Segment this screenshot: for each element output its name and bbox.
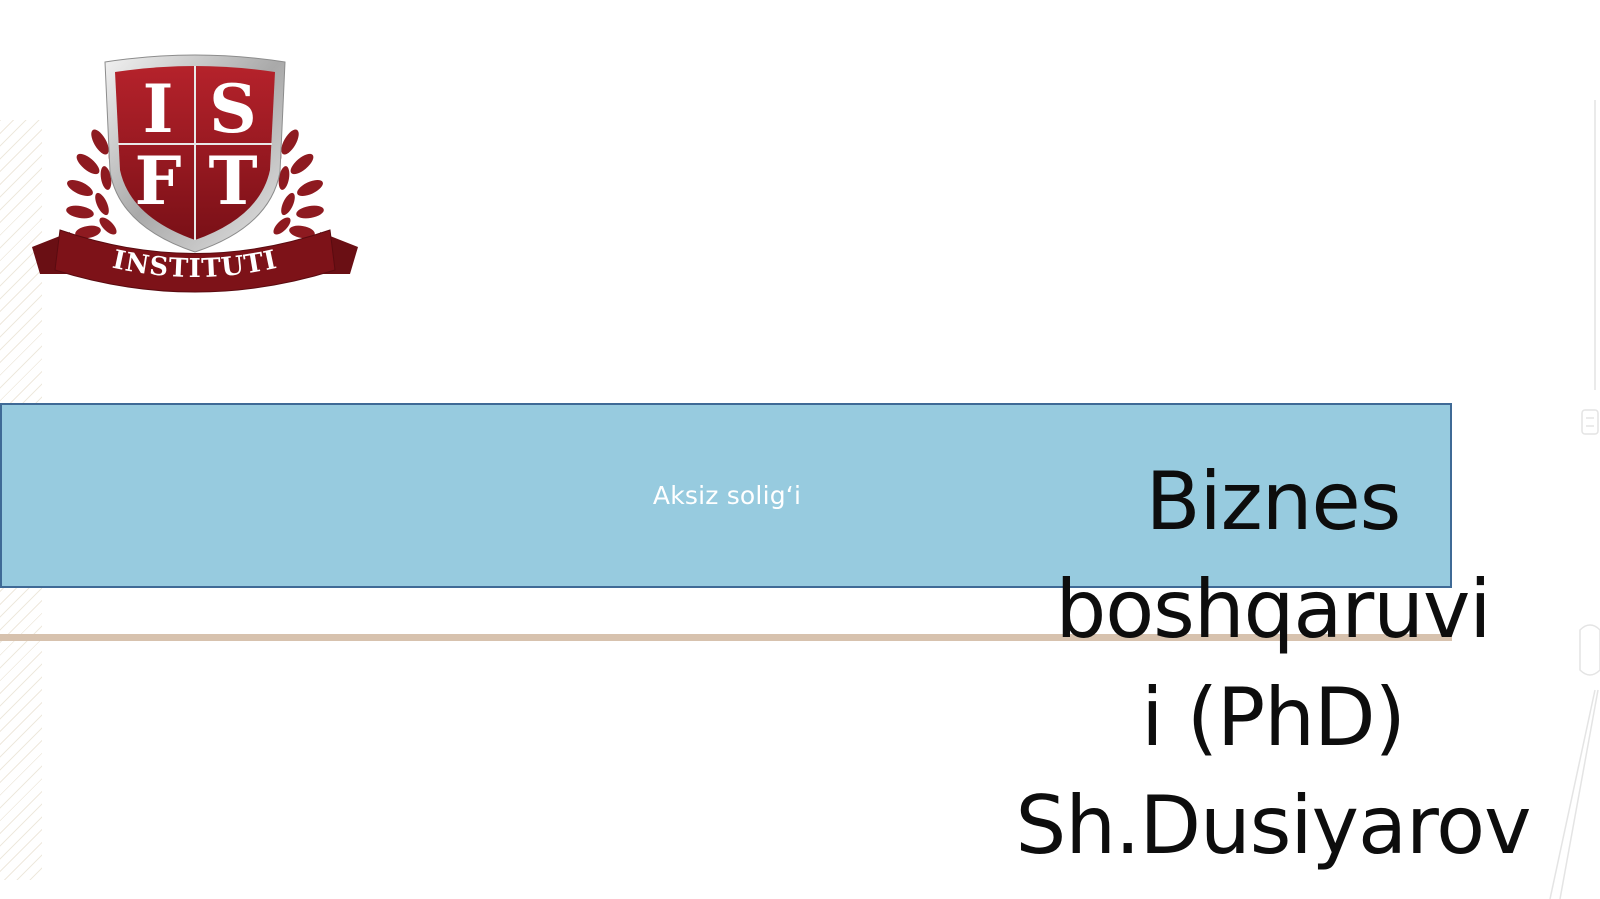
logo-letter-s: S bbox=[209, 70, 257, 148]
isft-instituti-logo: I S F T INSTITUTI bbox=[32, 54, 358, 293]
divider-rule bbox=[0, 634, 1452, 641]
author-line-3: i (PhD) bbox=[1141, 671, 1406, 764]
author-line-1: Biznes bbox=[1145, 455, 1402, 548]
title-band: Aksiz solig‘i bbox=[0, 403, 1452, 588]
logo-letter-f: F bbox=[135, 142, 182, 220]
logo-letter-t: T bbox=[208, 142, 257, 220]
logo-letter-i: I bbox=[143, 70, 174, 148]
author-line-4: Sh.Dusiyarov bbox=[1015, 779, 1532, 872]
author-block: Biznes boshqaruvi i (PhD) Sh.Dusiyarov bbox=[998, 448, 1548, 880]
right-tower-decoration bbox=[1549, 100, 1600, 899]
slide-title: Aksiz solig‘i bbox=[652, 481, 802, 510]
author-line-2: boshqaruvi bbox=[1055, 563, 1491, 656]
